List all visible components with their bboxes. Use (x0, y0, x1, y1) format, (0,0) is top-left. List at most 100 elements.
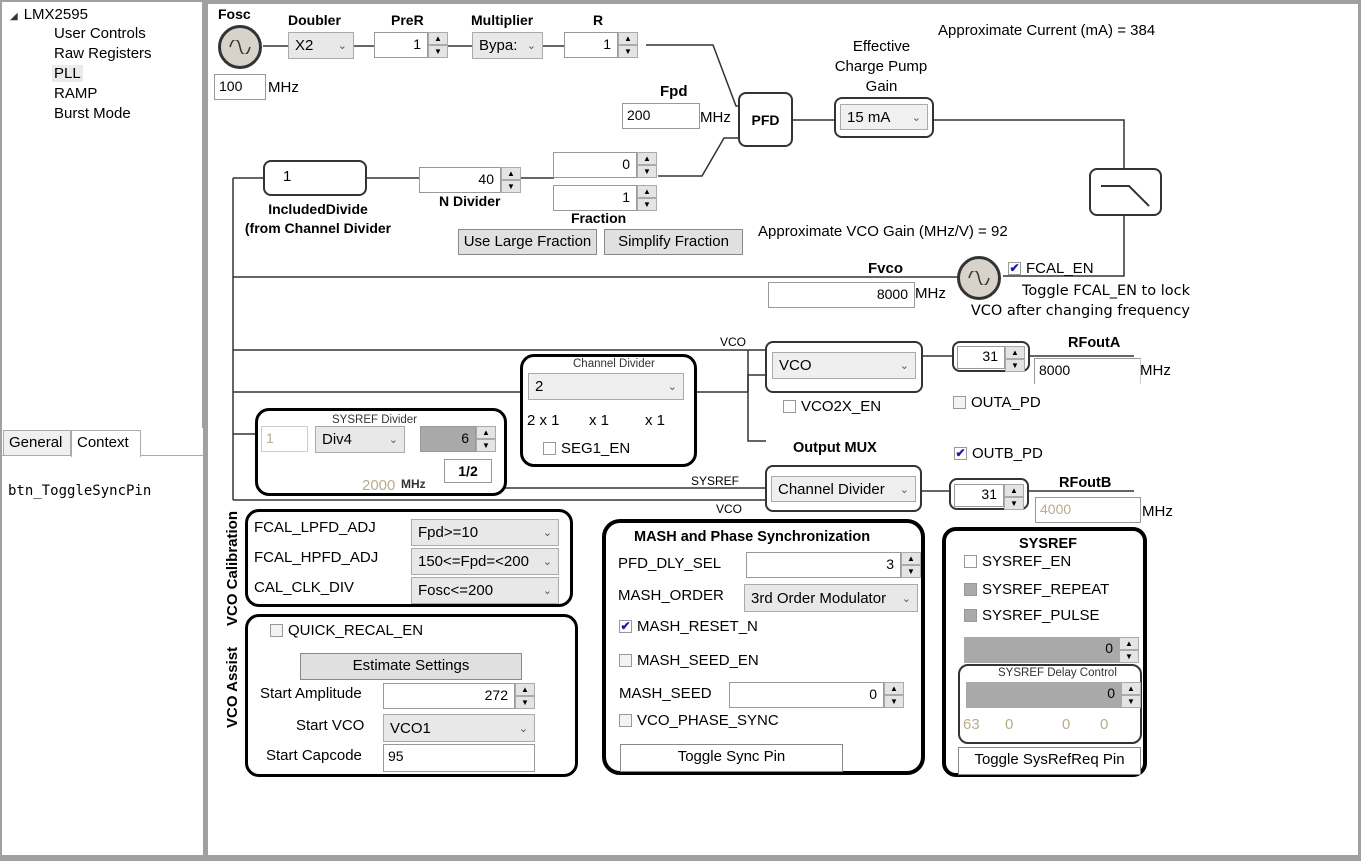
fpd-input[interactable]: 200 (622, 103, 700, 129)
fcal-en-checkbox[interactable]: ✔FCAL_EN (1008, 260, 1094, 277)
spin-up-icon[interactable]: ▲ (1121, 682, 1141, 695)
spin-down-icon[interactable]: ▼ (637, 198, 657, 211)
estimate-settings-button[interactable]: Estimate Settings (300, 653, 522, 680)
tree-item-ramp[interactable]: RAMP (54, 85, 98, 102)
rfoutb-power-stepper[interactable]: 31▲▼ (954, 484, 1024, 510)
fraction-numerator-stepper[interactable]: 0▲▼ (553, 152, 657, 178)
tab-context[interactable]: Context (71, 430, 141, 457)
spin-down-icon[interactable]: ▼ (637, 165, 657, 178)
sysref-delay-stepper[interactable]: 0▲▼ (966, 682, 1141, 708)
spin-down-icon[interactable]: ▼ (1005, 359, 1025, 372)
output-mux-a-select[interactable]: VCO⌄ (772, 352, 916, 379)
fcal-hpfd-adj-label: FCAL_HPFD_ADJ (254, 549, 379, 566)
spin-up-icon[interactable]: ▲ (476, 426, 496, 439)
checkmark-icon[interactable]: ✔ (619, 619, 632, 633)
r-stepper[interactable]: 1▲▼ (564, 32, 638, 58)
spin-down-icon[interactable]: ▼ (1121, 695, 1141, 708)
spin-down-icon[interactable]: ▼ (1004, 497, 1024, 510)
fpd-label: Fpd (660, 83, 688, 100)
spin-up-icon[interactable]: ▲ (884, 682, 904, 695)
sysref-repeat-checkbox[interactable]: SYSREF_REPEAT (964, 581, 1109, 598)
wire-label-sysref: SYSREF (691, 474, 740, 488)
doubler-label: Doubler (288, 12, 341, 28)
chevron-down-icon: ⌄ (542, 527, 552, 539)
spin-down-icon[interactable]: ▼ (901, 565, 921, 578)
simplify-fraction-button[interactable]: Simplify Fraction (604, 229, 743, 255)
spin-up-icon[interactable]: ▲ (618, 32, 638, 45)
sysref-div-select[interactable]: Div4⌄ (315, 426, 405, 453)
spin-down-icon[interactable]: ▼ (476, 439, 496, 452)
checkmark-icon[interactable]: ✔ (1008, 261, 1021, 275)
spin-up-icon[interactable]: ▲ (637, 152, 657, 165)
start-vco-select[interactable]: VCO1⌄ (383, 714, 535, 742)
multiplier-select[interactable]: Bypa:⌄ (472, 32, 543, 59)
tree-root-lmx2595[interactable]: ◢LMX2595 (10, 6, 88, 23)
spin-down-icon[interactable]: ▼ (428, 45, 448, 58)
toggle-sync-pin-button[interactable]: Toggle Sync Pin (620, 744, 843, 772)
approx-current: Approximate Current (mA) = 384 (938, 22, 1156, 39)
spin-down-icon[interactable]: ▼ (501, 180, 521, 193)
mash-reset-n-checkbox[interactable]: ✔MASH_RESET_N (619, 618, 758, 635)
fcal-lpfd-adj-select[interactable]: Fpd>=10⌄ (411, 519, 559, 546)
spin-down-icon[interactable]: ▼ (884, 695, 904, 708)
spin-up-icon[interactable]: ▲ (637, 185, 657, 198)
spin-up-icon[interactable]: ▲ (1005, 346, 1025, 359)
tab-general[interactable]: General (3, 430, 71, 456)
channel-divider-group: Channel Divider 2⌄ 2 x 1 x 1 x 1 SEG1_EN (520, 354, 697, 467)
sysref-input-freq[interactable]: 1 (261, 426, 308, 452)
start-amplitude-label: Start Amplitude (260, 685, 362, 702)
chevron-down-icon: ⌄ (542, 556, 552, 568)
pfd-block: PFD (738, 92, 793, 147)
cp-gain-select[interactable]: 15 mA⌄ (840, 104, 928, 130)
collapse-triangle-icon[interactable]: ◢ (10, 11, 18, 22)
sysref-delay-group: SYSREF Delay Control 0▲▼ 63 0 0 0 (958, 664, 1142, 744)
sysref-pulse-count-stepper[interactable]: 0▲▼ (964, 637, 1139, 663)
mash-seed-en-checkbox[interactable]: MASH_SEED_EN (619, 652, 759, 669)
spin-up-icon[interactable]: ▲ (901, 552, 921, 565)
quick-recal-en-checkbox[interactable]: QUICK_RECAL_EN (270, 622, 423, 639)
sysref-pulse-checkbox[interactable]: SYSREF_PULSE (964, 607, 1100, 624)
spin-up-icon[interactable]: ▲ (1119, 637, 1139, 650)
spin-down-icon[interactable]: ▼ (515, 696, 535, 709)
rfouta-power-stepper[interactable]: 31▲▼ (957, 346, 1025, 372)
n-divider-stepper[interactable]: 40▲▼ (419, 167, 521, 193)
start-amplitude-stepper[interactable]: 272▲▼ (383, 683, 535, 709)
checkmark-icon[interactable]: ✔ (954, 446, 967, 460)
use-large-fraction-button[interactable]: Use Large Fraction (458, 229, 597, 255)
tree-item-raw-registers[interactable]: Raw Registers (54, 45, 152, 62)
outa-pd-checkbox[interactable]: OUTA_PD (953, 394, 1041, 411)
output-mux-b-select[interactable]: Channel Divider⌄ (771, 476, 916, 502)
tree-item-burst-mode[interactable]: Burst Mode (54, 105, 131, 122)
pfd-dly-sel-stepper[interactable]: 3▲▼ (746, 552, 921, 578)
toggle-sysrefreq-pin-button[interactable]: Toggle SysRefReq Pin (958, 747, 1141, 775)
mash-order-select[interactable]: 3rd Order Modulator⌄ (744, 584, 918, 612)
sysref-en-checkbox[interactable]: SYSREF_EN (964, 553, 1071, 570)
tree-item-pll[interactable]: PLL (52, 65, 83, 82)
rfouta-freq[interactable]: 8000 (1034, 358, 1141, 384)
spin-up-icon[interactable]: ▲ (1004, 484, 1024, 497)
prer-stepper[interactable]: 1▲▼ (374, 32, 448, 58)
mash-seed-stepper[interactable]: 0▲▼ (729, 682, 904, 708)
chevron-down-icon: ⌄ (337, 40, 347, 52)
fraction-denominator-stepper[interactable]: 1▲▼ (553, 185, 657, 211)
doubler-select[interactable]: X2⌄ (288, 32, 354, 59)
outb-pd-checkbox[interactable]: ✔OUTB_PD (954, 445, 1043, 462)
start-capcode-input[interactable]: 95 (383, 744, 535, 772)
vco-phase-sync-checkbox[interactable]: VCO_PHASE_SYNC (619, 712, 779, 729)
spin-up-icon[interactable]: ▲ (515, 683, 535, 696)
vco2x-en-checkbox[interactable]: VCO2X_EN (783, 398, 881, 415)
sysref-div-value-stepper[interactable]: 6▲▼ (420, 426, 496, 452)
fvco-input[interactable]: 8000 (768, 282, 915, 308)
spin-down-icon[interactable]: ▼ (1119, 650, 1139, 663)
spin-up-icon[interactable]: ▲ (428, 32, 448, 45)
rfoutb-freq[interactable]: 4000 (1035, 497, 1141, 523)
fosc-input[interactable]: 100 (214, 74, 266, 100)
spin-up-icon[interactable]: ▲ (501, 167, 521, 180)
seg1-en-checkbox[interactable]: SEG1_EN (543, 440, 630, 457)
channel-divider-select[interactable]: 2⌄ (528, 373, 684, 400)
spin-down-icon[interactable]: ▼ (618, 45, 638, 58)
cal-clk-div-select[interactable]: Fosc<=200⌄ (411, 577, 559, 604)
sysref-title: SYSREF (1019, 536, 1078, 552)
fcal-hpfd-adj-select[interactable]: 150<=Fpd=<200⌄ (411, 548, 559, 575)
tree-item-user-controls[interactable]: User Controls (54, 25, 146, 42)
